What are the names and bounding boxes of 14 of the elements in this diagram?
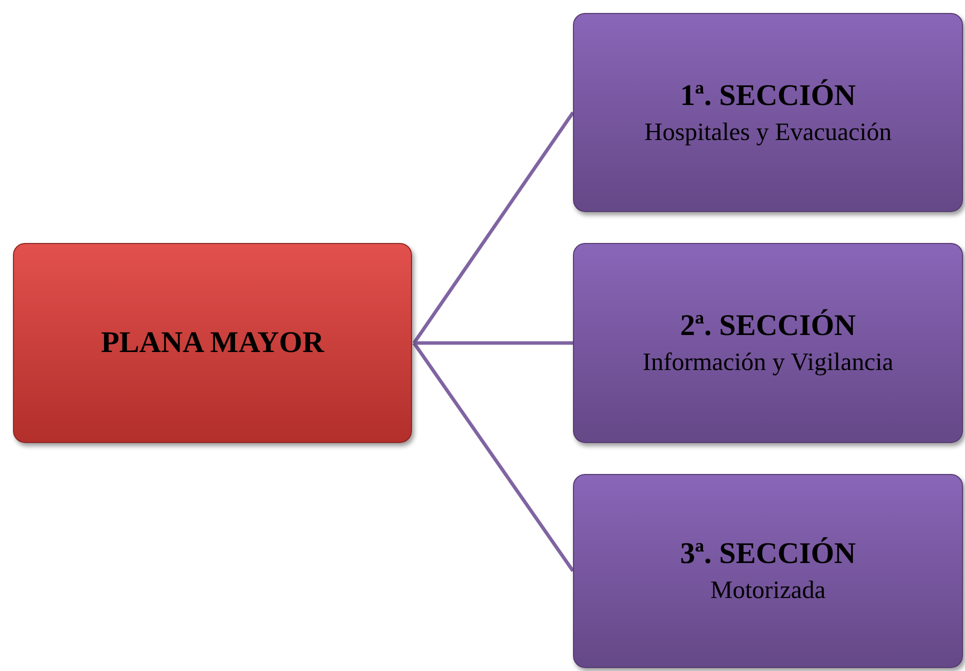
box-subtitle: Información y Vigilancia — [642, 348, 894, 378]
section-box — [573, 13, 963, 212]
box-heading: 2ª. SECCIÓN — [680, 308, 856, 344]
connector-line — [414, 341, 573, 345]
box-subtitle: Hospitales y Evacuación — [644, 118, 892, 148]
connector-line — [412, 112, 574, 344]
box-heading: 3ª. SECCIÓN — [680, 536, 856, 572]
box-heading: PLANA MAYOR — [100, 325, 324, 361]
box-subtitle: Motorizada — [710, 576, 826, 606]
box-heading: 1ª. SECCIÓN — [680, 78, 856, 114]
connector-line — [412, 342, 574, 572]
root-box — [13, 243, 412, 443]
section-box — [573, 243, 963, 443]
section-box — [573, 474, 963, 668]
